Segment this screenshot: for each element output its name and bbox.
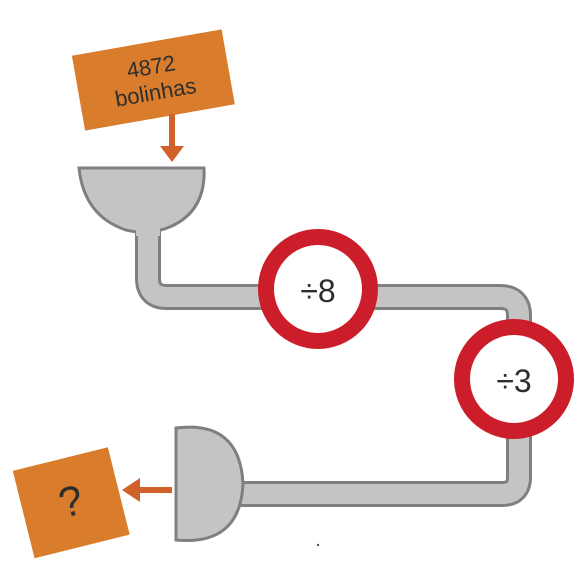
output-dome bbox=[174, 425, 245, 543]
output-arrow bbox=[122, 478, 172, 502]
step-label: ÷3 bbox=[496, 363, 531, 399]
step-divide-3: ÷3 bbox=[454, 319, 574, 439]
pipe bbox=[135, 230, 532, 507]
step-divide-8: ÷8 bbox=[258, 229, 378, 349]
input-arrow bbox=[160, 114, 184, 162]
output-box: ? bbox=[12, 447, 130, 559]
input-box: 4872 bolinhas bbox=[71, 29, 235, 131]
stray-dot bbox=[316, 543, 320, 547]
step-label: ÷8 bbox=[300, 273, 335, 309]
input-funnel bbox=[77, 166, 206, 234]
input-funnel-neck bbox=[136, 228, 160, 236]
